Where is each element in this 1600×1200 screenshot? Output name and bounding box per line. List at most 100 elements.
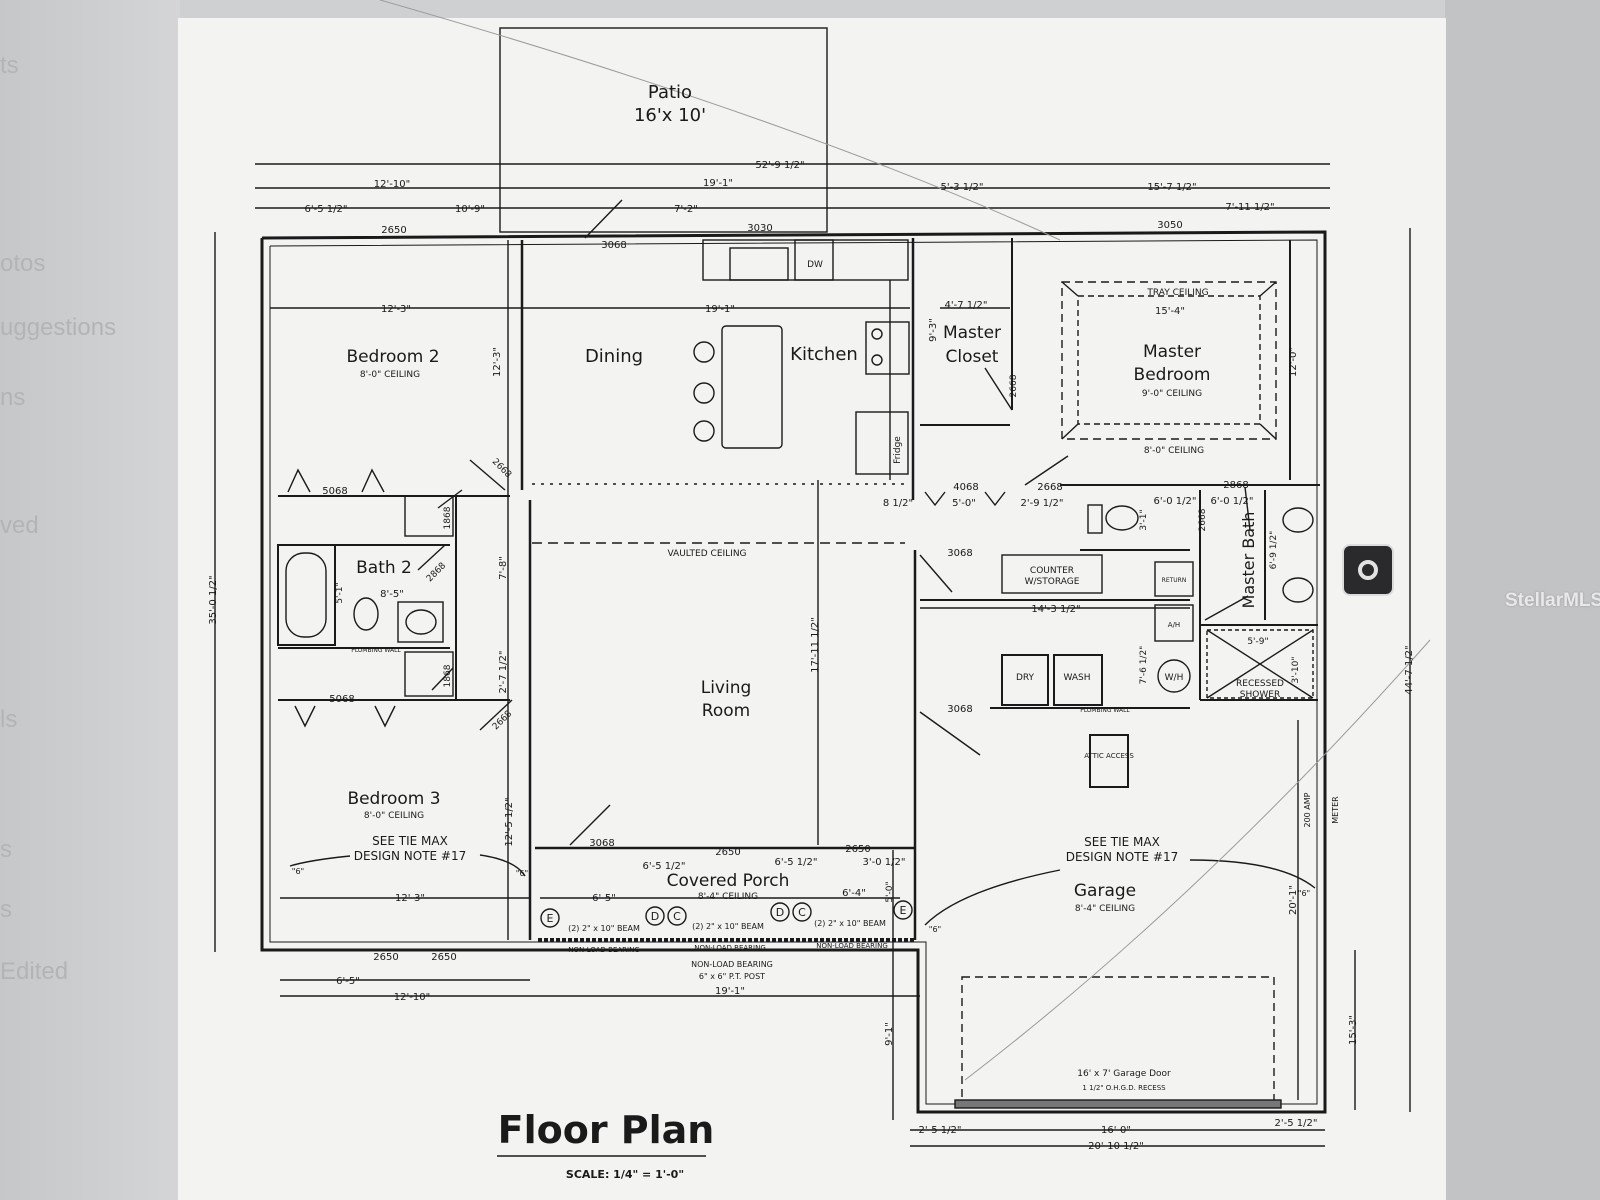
exterior-wall: [260, 230, 1327, 1114]
dim: 6'-5": [336, 976, 360, 987]
marker-c-label: C: [798, 906, 806, 919]
washer: [1053, 654, 1103, 706]
six-note: "6": [1298, 889, 1310, 898]
door-code: 3068: [601, 240, 626, 251]
window-code: 3030: [747, 223, 772, 234]
master-bedroom-ceiling: 9'-0" CEILING: [1142, 389, 1202, 399]
fridge: [855, 411, 909, 475]
counter-label: W/STORAGE: [1025, 577, 1080, 587]
dim: 12'-3": [492, 347, 503, 377]
dim: 8 1/2": [883, 498, 913, 509]
window-code: 2650: [381, 225, 406, 236]
shower-label: RECESSED: [1236, 679, 1284, 689]
door-code: 2668: [1009, 374, 1019, 397]
dim: 5'-0": [952, 498, 976, 509]
door-code: 2868: [425, 561, 448, 584]
marker-d-label: D: [651, 910, 659, 923]
attic-access: [1089, 734, 1129, 788]
bathtub: [277, 544, 336, 646]
sink-basin: [1282, 577, 1314, 603]
dim: 7'-8": [498, 556, 509, 580]
marker-c-label: C: [673, 910, 681, 923]
dim: 9'-1": [884, 1022, 895, 1046]
amp-label: 200 AMP: [1303, 792, 1312, 827]
door-code: 5068: [322, 486, 347, 497]
door-swing: [1204, 595, 1249, 621]
tray-corner: [1061, 423, 1079, 440]
sidebar-item[interactable]: uggestions: [0, 314, 117, 341]
dim: 16'-0": [1101, 1125, 1131, 1136]
sidebar-item[interactable]: Edited: [0, 958, 69, 985]
return-label: RETURN: [1162, 577, 1187, 584]
water-heater-label: W/H: [1165, 673, 1184, 683]
dim: 10'-9": [455, 204, 485, 215]
marker-d-label: D: [776, 906, 784, 919]
door-swing: [584, 199, 623, 239]
sidebar-item[interactable]: s: [0, 836, 12, 863]
sidebar-item[interactable]: ved: [0, 512, 39, 539]
bedroom3-label: Bedroom 3: [347, 789, 440, 809]
window-code: 3050: [1157, 220, 1182, 231]
living-label: Room: [702, 701, 750, 721]
door-code: 3068: [589, 838, 614, 849]
dim: 5'-0": [885, 881, 895, 902]
kitchen-sink: [729, 247, 789, 281]
dim: 6'-5 1/2": [775, 857, 818, 868]
sidebar-item[interactable]: otos: [0, 250, 46, 277]
shower-slope: [1206, 629, 1314, 699]
exterior-wall-inner: [269, 239, 1318, 1105]
ahu-label: A/H: [1168, 621, 1180, 629]
sink-basin: [405, 609, 437, 635]
door-swing: [469, 459, 506, 491]
vaulted-ceiling-label: VAULTED CEILING: [667, 549, 746, 559]
beam-note: (2) 2" x 10" BEAM: [568, 924, 640, 933]
six-note: "6": [292, 867, 304, 876]
dim: 6'-5": [592, 893, 616, 904]
bedroom2-ceiling: 8'-0" CEILING: [360, 370, 420, 380]
sidebar-item[interactable]: ls: [0, 706, 18, 733]
sidebar-item[interactable]: s: [0, 896, 12, 923]
bifold-door: [374, 705, 396, 728]
dim: 7'-11 1/2": [1225, 202, 1274, 213]
marker-c: [792, 902, 812, 922]
dim: 3'-1": [1139, 509, 1149, 530]
tray-corner: [1259, 423, 1277, 440]
linen-closet: [404, 495, 454, 537]
dim: 20'-1": [1288, 885, 1299, 915]
dim: 2'-5 1/2": [919, 1125, 962, 1136]
plumbing-wall-label: PLUMBING WALL: [351, 647, 401, 654]
dim: 15'-3": [1348, 1015, 1359, 1045]
sidebar-item[interactable]: ts: [0, 52, 19, 79]
garage-ceiling: 8'-4" CEILING: [1075, 904, 1135, 914]
linen-closet: [404, 651, 454, 697]
patio-label: Patio: [648, 82, 692, 103]
plumbing-wall-label: PLUMBING WALL: [1080, 707, 1130, 714]
door-swing: [417, 544, 446, 571]
dim-overall: 52'-9 1/2": [755, 160, 804, 171]
counter-storage: [1001, 554, 1103, 594]
dim: 2'-9 1/2": [1021, 498, 1064, 509]
dim: 8'-5": [380, 589, 404, 600]
sidebar-item[interactable]: ns: [0, 384, 26, 411]
kitchen-counter: [702, 239, 909, 281]
attic-label: ATTIC ACCESS: [1084, 752, 1134, 760]
dim: 3'-10": [1291, 656, 1301, 683]
dim: 9'-3": [928, 318, 939, 342]
marker-e-label: E: [900, 904, 907, 917]
marker-e-label: E: [547, 912, 554, 925]
window-code: 2650: [715, 847, 740, 858]
dim: 14'-3 1/2": [1031, 604, 1080, 615]
bifold-door: [287, 468, 311, 493]
dim: 12'-0": [1288, 347, 1299, 377]
tray-ceiling-label: TRAY CEILING: [1146, 288, 1208, 298]
record-button[interactable]: [1344, 546, 1392, 594]
sidebar-background: [0, 0, 180, 1200]
dim: 44'-7 1/2": [1404, 645, 1415, 694]
fridge-label: Fridge: [893, 436, 903, 464]
plan-scale: SCALE: 1/4" = 1'-0": [566, 1168, 684, 1181]
tray-ceiling-inner: [1077, 295, 1261, 425]
master-closet-label: Master: [943, 323, 1001, 343]
non-load-note: NON-LOAD BEARING: [568, 946, 640, 954]
dim: 12'-3": [395, 893, 425, 904]
